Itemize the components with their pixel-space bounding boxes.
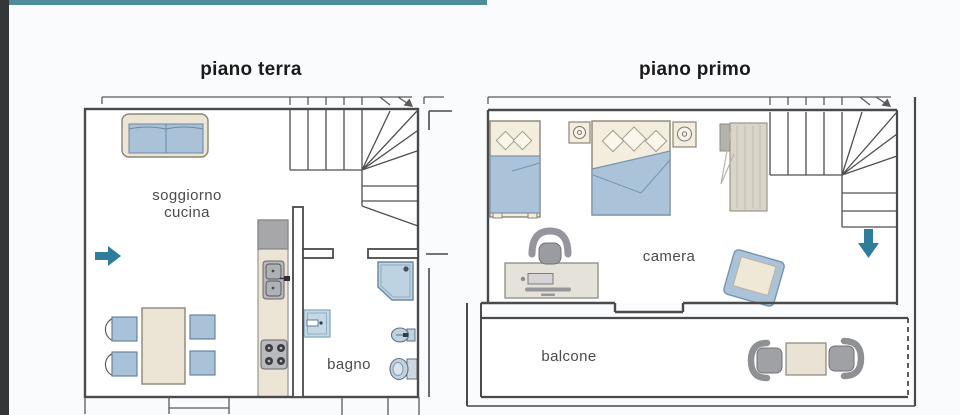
desk (504, 262, 599, 299)
adjacent-wall-fragments (426, 110, 452, 397)
stairs-above-cut-line (487, 96, 891, 107)
toilet (389, 357, 418, 381)
living-room-label-line2: cucina (164, 204, 210, 221)
balcony-chair (840, 337, 865, 380)
office-chair (528, 227, 572, 265)
washing-machine (303, 309, 331, 338)
monitor (527, 273, 554, 285)
bidet (390, 327, 416, 343)
pillow (512, 130, 533, 151)
single-bed (489, 120, 541, 219)
wardrobe (719, 122, 768, 212)
stair-direction-arrowhead (881, 98, 891, 107)
kitchen-sink (262, 260, 290, 300)
window-markings (84, 397, 420, 415)
teal-accent-bar (9, 0, 487, 5)
blanket (489, 155, 541, 214)
first-floor-plan (466, 96, 917, 407)
nightstand (672, 121, 697, 148)
living-room-label-line1: soggiorno (152, 187, 222, 204)
arrow-down-icon (858, 229, 879, 258)
balcony-chair (747, 339, 771, 382)
left-side-strip (0, 0, 9, 415)
bathroom-label: bagno (327, 356, 371, 373)
stairs-down-arrow-icon (858, 229, 879, 258)
walls (83, 107, 420, 399)
shower (377, 261, 414, 301)
pillow (621, 126, 647, 152)
bedroom-label: camera (642, 248, 696, 265)
ground-floor-title: piano terra (200, 59, 302, 80)
stairs-above-cut-line (101, 96, 444, 107)
keyboard (525, 287, 571, 292)
cooktop (260, 339, 288, 370)
pillow (495, 130, 516, 151)
dining-table (141, 307, 186, 385)
door-swing-line (720, 128, 735, 185)
staircase (289, 110, 419, 227)
balcony-label: balcone (541, 348, 597, 365)
pillow (601, 129, 625, 153)
balcony-seating (747, 337, 865, 382)
balcony-table (785, 342, 827, 376)
double-bed (591, 120, 671, 216)
armchair (723, 249, 785, 307)
lamp-icon (573, 126, 586, 139)
arrow-right-icon (95, 246, 121, 266)
sofa (121, 113, 209, 158)
walls (466, 97, 917, 407)
stair-direction-arrowhead (403, 98, 413, 107)
kitchen-counter (257, 219, 290, 398)
fridge (257, 219, 289, 250)
lamp-icon (677, 126, 692, 142)
pillow (644, 129, 668, 153)
staircase (769, 111, 898, 228)
living-room-label: soggiorno cucina (152, 187, 221, 221)
entrance-arrow-icon (95, 246, 121, 266)
nightstand (568, 121, 591, 144)
dining-set (104, 307, 216, 385)
first-floor-title: piano primo (638, 59, 752, 80)
ground-floor-plan (83, 96, 452, 415)
blanket (591, 150, 671, 216)
